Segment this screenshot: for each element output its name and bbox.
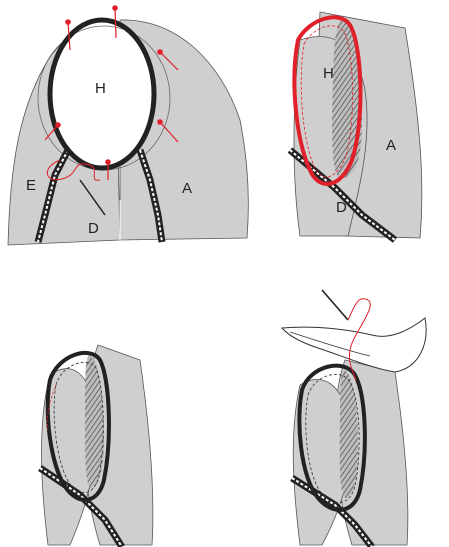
needle-icon — [322, 290, 348, 320]
panel-step-1: H E D A — [8, 6, 248, 245]
panel-step-2: H A D — [290, 12, 422, 240]
label-a: A — [182, 180, 192, 197]
label-d: D — [88, 220, 99, 237]
panel-step-4 — [282, 290, 426, 547]
label-h: H — [95, 80, 106, 97]
label-a: A — [386, 137, 396, 154]
label-h: H — [323, 65, 334, 82]
label-d: D — [336, 199, 347, 216]
label-e: E — [26, 177, 36, 194]
panel-step-3 — [40, 345, 153, 547]
